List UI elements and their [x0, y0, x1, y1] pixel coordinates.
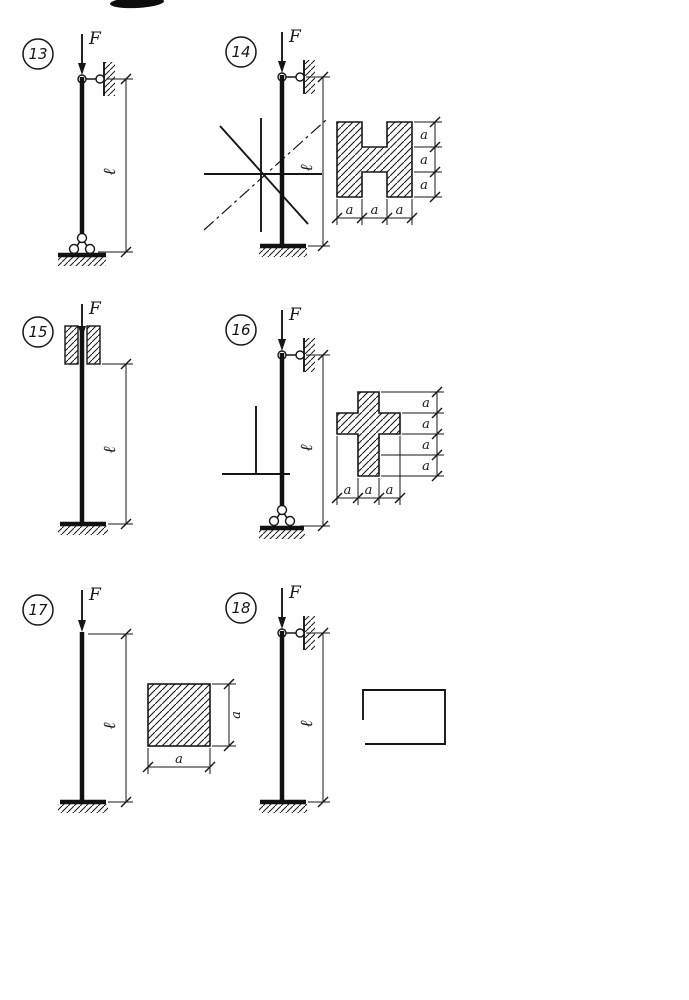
section-dim-bottom: a a a	[331, 199, 418, 225]
problem-number-badge: 13	[22, 38, 54, 70]
force-label: F	[288, 583, 302, 603]
problem-number-badge: 18	[225, 592, 257, 624]
length-label: ℓ	[100, 168, 120, 175]
dim-label: a	[422, 459, 430, 474]
problem-number: 14	[231, 43, 250, 61]
problem-number: 15	[28, 323, 47, 341]
dim-label: a	[420, 153, 428, 168]
length-dimension: ℓ	[297, 349, 330, 532]
length-label: ℓ	[100, 446, 120, 453]
force-label: F	[88, 299, 102, 319]
problem-13-figure: 13 F ℓ	[22, 29, 327, 266]
length-label: ℓ	[297, 720, 317, 727]
section-h-shape: a a a a a a	[331, 116, 442, 225]
problem-number-badge: 15	[22, 316, 54, 348]
problem-number-badge: 16	[225, 314, 257, 346]
bottom-fixed-support	[259, 799, 307, 813]
section-thin-tee	[222, 406, 290, 475]
problem-15-figure: 15 F ℓ	[22, 299, 290, 535]
dim-label: a	[422, 396, 430, 411]
dim-label: a	[422, 438, 430, 453]
dim-label: a	[420, 128, 428, 143]
problem-number-badge: 14	[225, 36, 257, 68]
length-dimension: ℓ	[100, 358, 133, 530]
force-label: F	[288, 27, 302, 47]
length-label: ℓ	[297, 444, 317, 451]
length-dimension: ℓ	[297, 71, 330, 252]
dim-label: a	[229, 711, 244, 719]
dim-label: a	[346, 203, 354, 218]
problem-number: 17	[28, 601, 48, 619]
section-cross-shape: a a a a a a a	[331, 386, 444, 505]
problem-number: 16	[231, 321, 250, 339]
bottom-hinge-support	[259, 504, 305, 539]
problem-17-figure: 17 F ℓ a	[22, 585, 244, 813]
section-dim-right: a a a	[414, 116, 442, 203]
dim-label: a	[365, 483, 373, 498]
problem-number: 13	[28, 45, 47, 63]
section-dim-right: a a a a	[381, 386, 444, 482]
bottom-fixed-support	[58, 799, 108, 813]
dim-label: a	[386, 483, 394, 498]
section-solid-square: a a	[142, 678, 244, 774]
length-dimension: ℓ	[98, 73, 133, 258]
section-rectangle-outline	[362, 689, 446, 745]
force-arrow: F	[278, 583, 302, 629]
problem-number: 18	[231, 599, 250, 617]
problem-16-figure: 16 F ℓ	[225, 305, 444, 539]
bottom-fixed-support	[58, 521, 108, 535]
dim-label: a	[420, 178, 428, 193]
force-arrow: F	[278, 305, 302, 351]
bottom-hinge-support	[58, 232, 106, 266]
length-label: ℓ	[297, 164, 317, 171]
problem-14-figure: 14 F ℓ	[225, 27, 442, 257]
scan-ink-mark	[109, 0, 165, 10]
problem-18-figure: 18 F ℓ	[225, 583, 446, 813]
length-dimension: ℓ	[297, 627, 330, 808]
length-dimension: ℓ	[88, 628, 133, 808]
top-fixed-clamp	[64, 325, 101, 365]
section-crossed-strips	[203, 118, 327, 232]
problem-number-badge: 17	[22, 594, 54, 626]
dim-label: a	[175, 752, 183, 767]
centerline	[203, 119, 327, 231]
force-label: F	[88, 29, 102, 49]
force-arrow: F	[78, 585, 102, 632]
force-label: F	[288, 305, 302, 325]
dim-label: a	[396, 203, 404, 218]
dim-label: a	[344, 483, 352, 498]
section-dim-bottom: a a a	[331, 436, 406, 505]
force-arrow: F	[278, 27, 302, 73]
section-dim-right: a	[212, 678, 244, 752]
section-dim-bottom: a	[142, 748, 216, 774]
length-label: ℓ	[100, 722, 120, 729]
dim-label: a	[422, 417, 430, 432]
force-label: F	[88, 585, 102, 605]
bottom-fixed-support	[259, 243, 307, 257]
force-arrow: F	[78, 29, 102, 75]
dim-label: a	[371, 203, 379, 218]
